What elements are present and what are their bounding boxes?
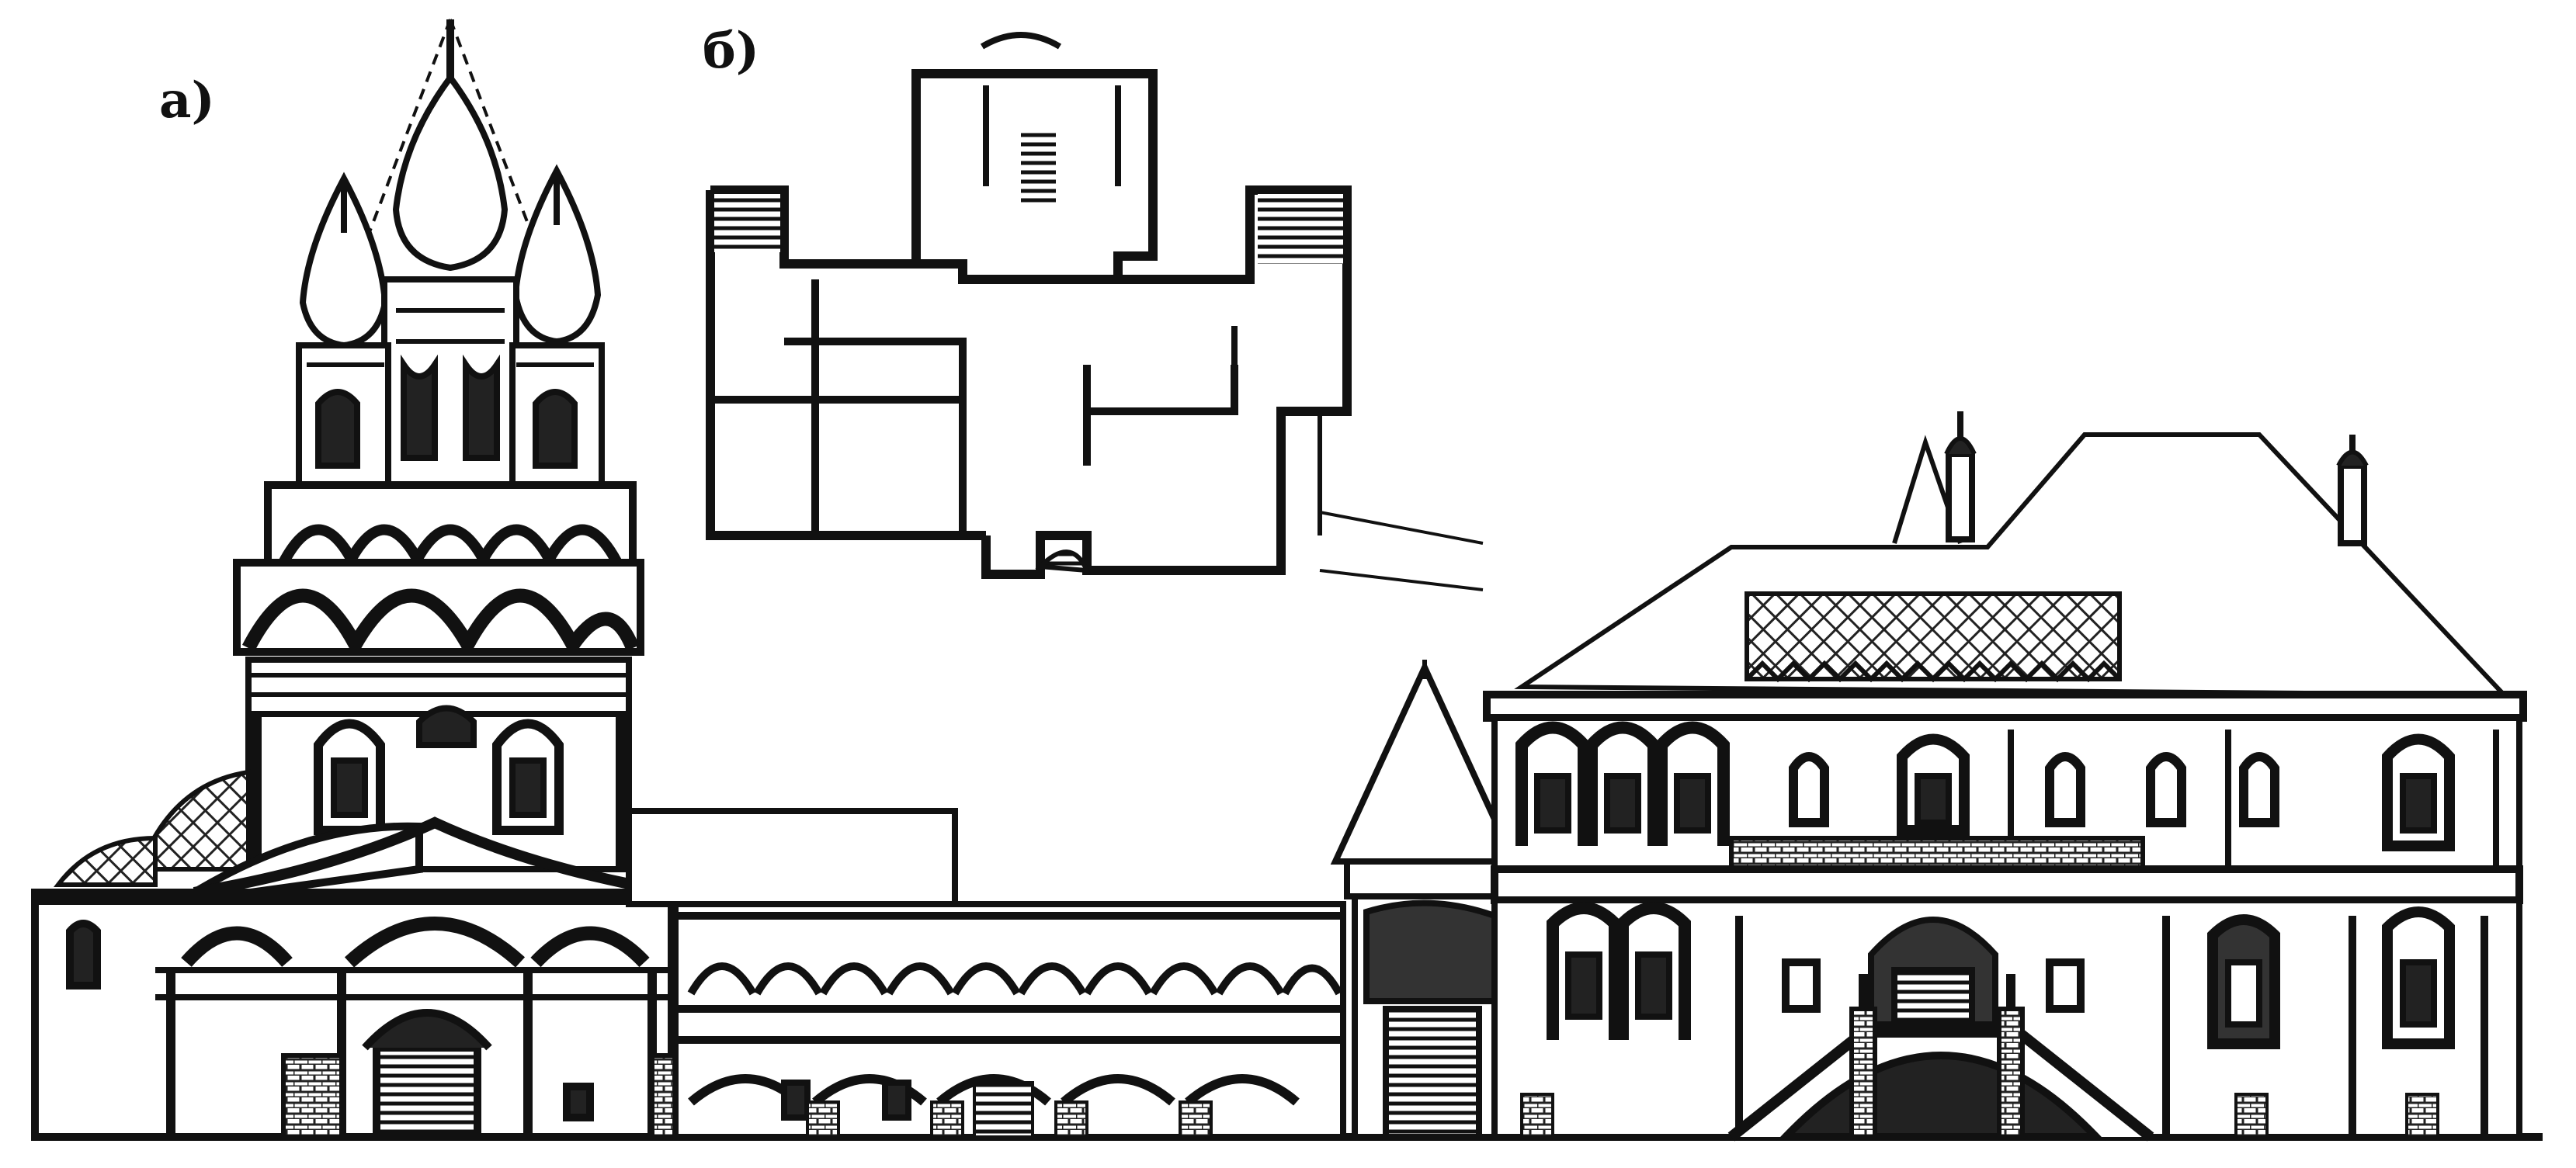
- rear-block: [626, 808, 958, 907]
- elevation: [31, 19, 2543, 1142]
- plan-stair-ne: [1258, 194, 1343, 264]
- arcade-gallery: [672, 901, 1346, 1140]
- palace-upper: [1483, 691, 2527, 872]
- palace-plinth-2: [2234, 1093, 2269, 1139]
- gallery-pier-1: [806, 1100, 840, 1139]
- label-a: а): [159, 71, 215, 130]
- palace-roof: [1514, 411, 2509, 698]
- church-kokoshniks: [233, 481, 644, 656]
- plan-stair-nw: [714, 194, 780, 252]
- palace-plinth-1: [1520, 1093, 1554, 1139]
- palace-plinth-3: [2405, 1093, 2439, 1139]
- perron-stair: [1727, 974, 2154, 1142]
- label-b: б): [703, 22, 759, 80]
- church-body: [245, 657, 632, 872]
- church-plinth-right: [650, 1053, 678, 1139]
- church-portal: [31, 816, 677, 1141]
- gallery-pier-2: [930, 1100, 964, 1139]
- gallery-stair: [973, 1081, 1034, 1139]
- church-plinth-left: [281, 1053, 344, 1139]
- plan-stair-center: [1021, 132, 1056, 206]
- gate-tower: [1330, 660, 1535, 1140]
- lattice-roof-left: [53, 835, 158, 887]
- plan-stair-south: [1035, 549, 1091, 574]
- church-drums: [296, 276, 605, 488]
- gallery-pier-3: [1054, 1100, 1088, 1139]
- floor-plan: [706, 32, 1484, 591]
- gallery-pier-4: [1179, 1100, 1213, 1139]
- church-cupolas: [299, 19, 602, 349]
